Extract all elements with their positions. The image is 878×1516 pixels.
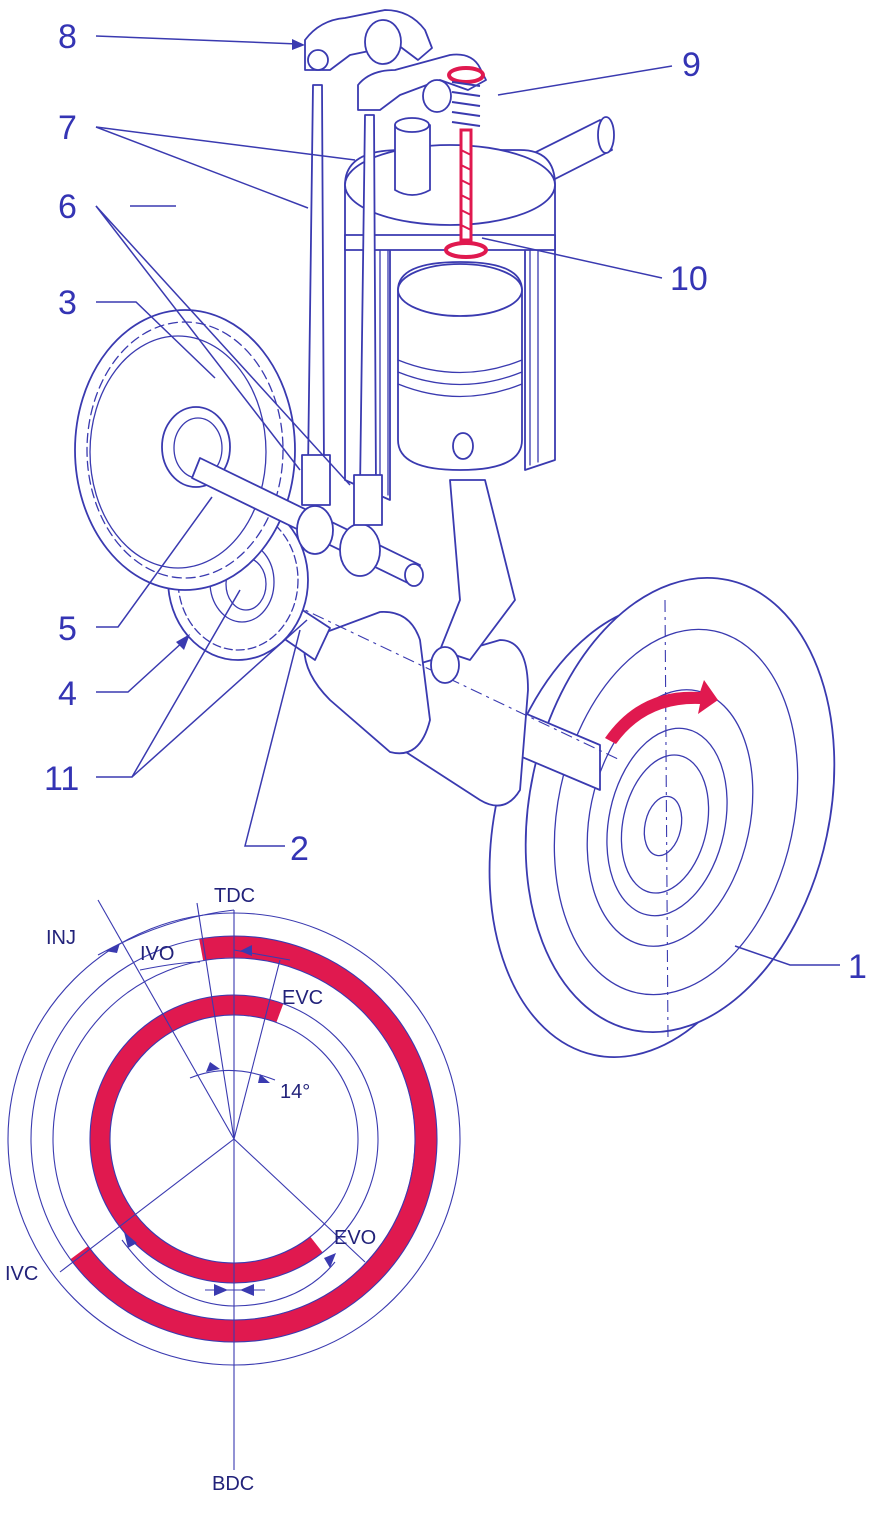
flywheel: [488, 576, 836, 1058]
label-10: 10: [670, 260, 708, 298]
label-6: 6: [58, 188, 77, 226]
camshaft: [191, 457, 424, 587]
ivo-line: [196, 902, 235, 1140]
label-ivo: IVO: [140, 943, 174, 965]
valve-timing-diagram: TDC BDC INJ IVO EVC EVO IVC 14°: [5, 885, 461, 1495]
label-11: 11: [44, 760, 79, 798]
label-tdc: TDC: [214, 885, 255, 907]
label-bdc: BDC: [212, 1473, 254, 1495]
exhaust-valve: [444, 66, 488, 259]
evo-line: [233, 1138, 366, 1263]
part-labels: 8 7 6 3 5 4 11 2 9 10 1: [44, 18, 867, 986]
label-9: 9: [682, 46, 701, 84]
label-ivc: IVC: [5, 1263, 38, 1285]
label-1: 1: [848, 948, 867, 986]
cam-gear: [74, 309, 296, 591]
connecting-rod: [430, 479, 516, 684]
label-evc: EVC: [282, 987, 323, 1009]
label-overlap: 14°: [280, 1081, 310, 1103]
label-evo: EVO: [334, 1227, 376, 1249]
label-7: 7: [58, 109, 77, 147]
label-4: 4: [58, 675, 77, 713]
rotation-arrow: [605, 680, 718, 744]
cylinder: [344, 116, 615, 501]
label-2: 2: [290, 830, 309, 868]
evc-line: [233, 959, 281, 1140]
rocker-arms: [304, 9, 487, 113]
inj-line: [97, 899, 235, 1140]
leader-lines: [95, 35, 840, 966]
label-inj: INJ: [46, 927, 76, 949]
ivc-line: [59, 1138, 235, 1273]
label-8: 8: [58, 18, 77, 56]
exhaust-band: [90, 995, 323, 1284]
label-5: 5: [58, 610, 77, 648]
label-3: 3: [58, 284, 77, 322]
push-rods: [301, 84, 383, 526]
